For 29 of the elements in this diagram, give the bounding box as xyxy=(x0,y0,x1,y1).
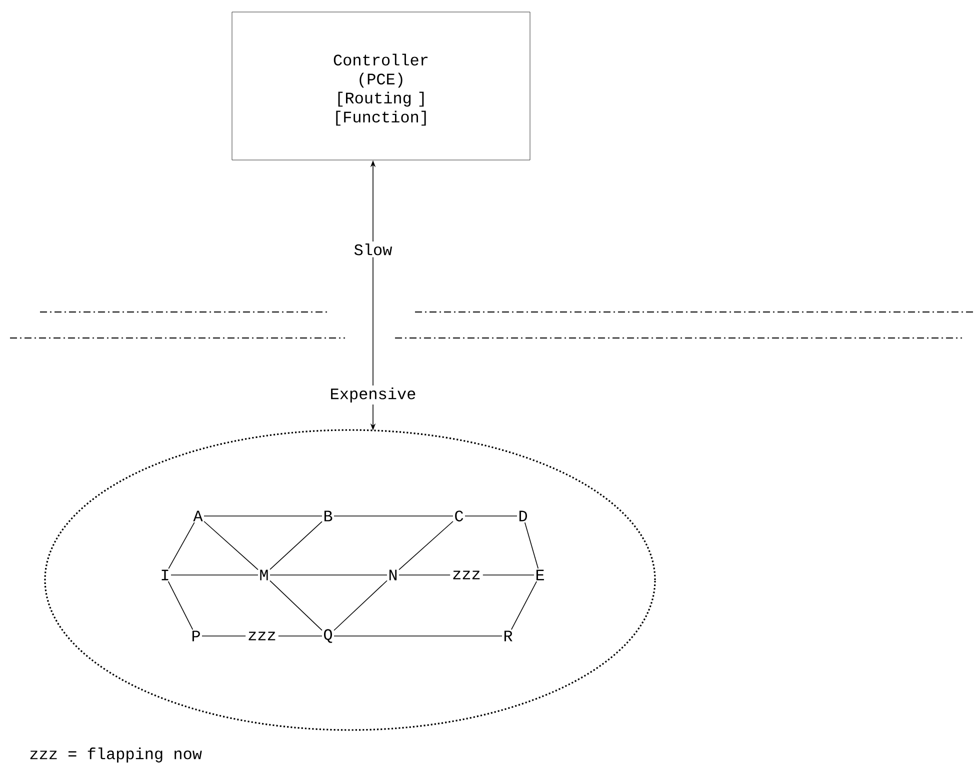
link-line xyxy=(511,581,538,630)
link-line xyxy=(270,580,322,631)
link-line xyxy=(270,574,388,576)
legend-note: zzz = flapping now xyxy=(30,748,202,762)
link-line xyxy=(204,520,258,570)
network-cloud xyxy=(44,429,656,731)
router-label: C xyxy=(455,510,464,522)
router-label: E xyxy=(536,570,544,580)
link-line xyxy=(270,521,322,570)
line-label: Expensive xyxy=(328,386,418,404)
router-label: M xyxy=(260,570,268,580)
edge-label: zzz xyxy=(450,568,483,582)
router-label: Q xyxy=(324,629,332,643)
router-label: P xyxy=(192,630,200,642)
link-line xyxy=(170,574,258,576)
router-label: N xyxy=(389,570,397,580)
router-label: B xyxy=(324,510,332,522)
router-label: I xyxy=(162,570,168,580)
edge-label: zzz xyxy=(246,630,278,642)
router-label: A xyxy=(193,510,203,522)
link-line xyxy=(168,581,194,630)
link-line xyxy=(168,522,195,569)
link-line xyxy=(334,580,388,631)
router-label: D xyxy=(519,510,527,522)
router-label: R xyxy=(504,630,512,642)
link-line xyxy=(398,520,454,570)
link-line xyxy=(524,522,539,569)
edge-label: Slow xyxy=(352,242,394,258)
controller-box: Controller (PCE) [Routing ] [Function] xyxy=(232,12,530,160)
